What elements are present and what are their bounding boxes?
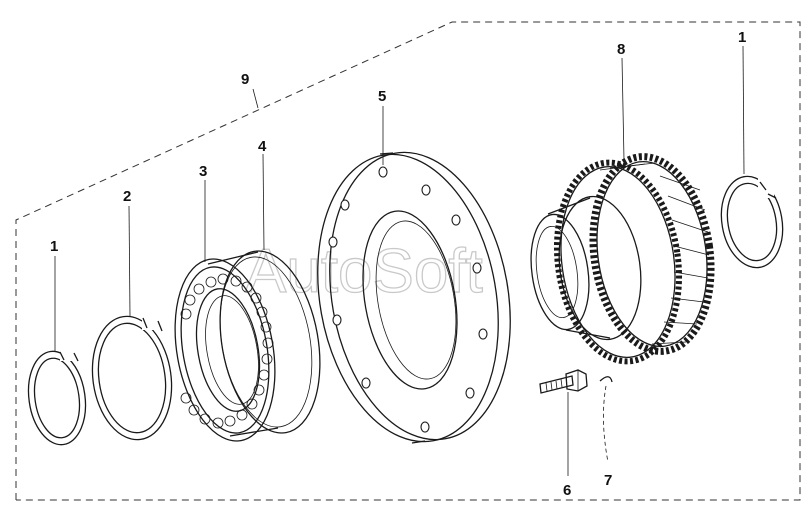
callout-6: 6 [563, 482, 571, 499]
callout-3: 3 [199, 163, 207, 180]
callout-4: 4 [258, 138, 267, 155]
retaining-ring[interactable] [85, 311, 179, 445]
flange-bolt-holes [328, 166, 488, 433]
leader-lines [54, 45, 745, 476]
callout-1-left: 1 [50, 238, 58, 255]
gear-with-hub[interactable] [524, 149, 723, 369]
callout-5: 5 [378, 88, 386, 105]
lock-clip[interactable] [599, 376, 613, 383]
callout-2: 2 [123, 188, 131, 205]
callout-8: 8 [617, 41, 625, 58]
callout-labels: 1 2 3 4 5 8 1 6 7 9 [50, 29, 746, 499]
assembly-boundary [15, 21, 801, 501]
snap-ring-right[interactable] [714, 171, 789, 272]
bearing-rollers [180, 273, 274, 429]
bolt[interactable] [539, 369, 588, 394]
snap-ring-left[interactable] [23, 348, 92, 449]
callout-1-right: 1 [738, 29, 746, 46]
callout-9: 9 [241, 71, 249, 88]
roller-bearing[interactable] [162, 243, 333, 449]
callout-7: 7 [604, 472, 612, 489]
gear-teeth-lines [599, 162, 710, 345]
